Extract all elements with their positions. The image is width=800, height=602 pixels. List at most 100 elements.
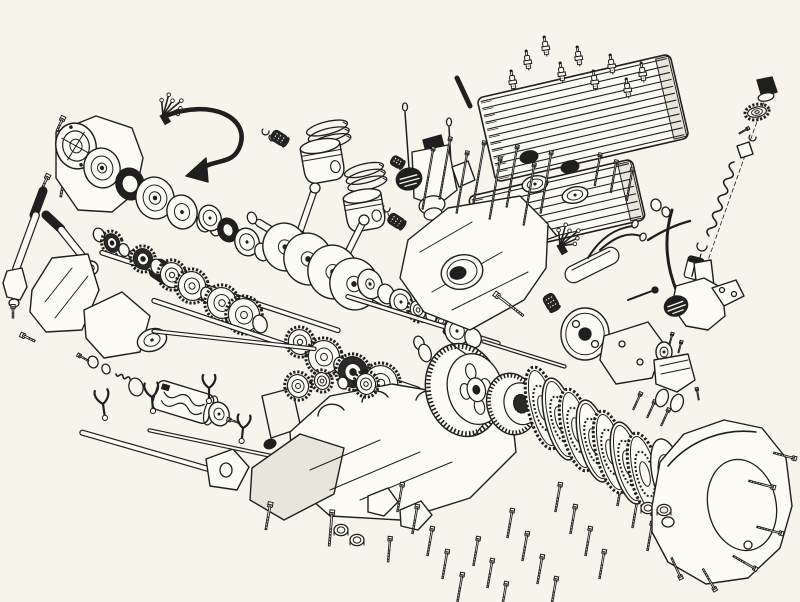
cover-ridge (667, 430, 757, 467)
spark-plug-set (508, 35, 648, 99)
cover-screw-4 (701, 567, 719, 593)
stator-seal-inner (121, 174, 139, 194)
rotor-disc (135, 176, 175, 220)
clutch-cover (651, 419, 793, 585)
carb-right-flange (711, 279, 745, 307)
shift-drum-end (208, 401, 230, 427)
shift-fork-4 (236, 413, 252, 445)
shift-drum-pin (225, 416, 241, 425)
advance-ball (651, 286, 659, 294)
throttle-cable-b-tip (445, 117, 453, 127)
piston-left (299, 137, 345, 184)
pawl-washer (101, 363, 111, 375)
gearbox-gear-1 (129, 244, 157, 274)
crankcase-stud-set (396, 475, 656, 602)
points-cover (599, 321, 665, 385)
case-circlips (387, 212, 401, 225)
gearbox-washer-3 (252, 314, 268, 334)
kick-arm-hub (219, 462, 233, 478)
wire-cluster (556, 222, 581, 256)
lead-cap-b (631, 219, 639, 229)
lower-bracket (83, 291, 151, 359)
main-bearing-b (234, 227, 260, 257)
pawl-spring (115, 373, 131, 380)
shift-pawl (87, 355, 99, 369)
carb-right-jet-b (677, 339, 684, 354)
cover-screw-6 (772, 451, 798, 462)
cover-screw-5 (670, 556, 685, 581)
oil-plug-body (661, 516, 675, 528)
advance-lever (627, 290, 653, 301)
wrist-pin-circlip (382, 205, 391, 213)
shift-fork-1 (93, 388, 110, 421)
main-bearing-a (198, 204, 222, 232)
coil-lead-b (587, 225, 634, 259)
clutch-shim-b (418, 343, 432, 363)
shift-fork-2 (143, 381, 160, 415)
kick-washer-b (118, 243, 130, 257)
head-washer-b (661, 206, 671, 218)
cover-screw-3 (732, 554, 759, 573)
kickstart-grip (29, 186, 48, 220)
ht-lead (646, 219, 692, 242)
flange-hole-a (718, 286, 726, 294)
gearbox-gear-3 (174, 267, 210, 305)
pawl-screw (75, 352, 90, 363)
points-screw-a (571, 319, 581, 329)
float-bowl-detail (659, 359, 691, 375)
kickstart-bolt (10, 304, 16, 319)
condenser (542, 293, 561, 313)
carb-center-bell (395, 167, 423, 191)
carb-center-union (389, 155, 406, 170)
carb-right-axis (693, 95, 767, 301)
block-stud-set (593, 152, 635, 202)
case-gasket-face (249, 433, 345, 521)
carb-right-ring-nut (743, 102, 771, 122)
float-bowl-screw (694, 386, 700, 401)
carb-right-cap (756, 76, 778, 98)
drive-plate (166, 194, 198, 230)
cover-drain-plug (743, 540, 753, 550)
wrist-pin-left (270, 129, 290, 148)
loose-cylinder-stud (454, 75, 473, 109)
kickstart-joint (2, 267, 28, 301)
thrust-washer (356, 268, 384, 300)
oil-seal-inner (222, 223, 234, 237)
left-stop-bolt (18, 331, 36, 343)
cover-hole-b (636, 358, 644, 366)
cover-screw-1 (748, 479, 777, 491)
idler-washer (337, 376, 349, 390)
cylinder-bore-right (561, 185, 589, 205)
carb-right-adjuster (736, 141, 754, 159)
harness-arrow (185, 157, 209, 183)
engine-mount-a (367, 487, 399, 517)
lead-cap-a (639, 232, 647, 242)
carb-right-lever (738, 125, 751, 135)
carb-right-spring-clip (696, 242, 708, 252)
combustion-chamber-left (519, 150, 539, 164)
case-bolt-short (264, 501, 274, 531)
carb-right-clip (748, 134, 757, 142)
coil-detail (571, 250, 611, 271)
flange-hole-b (730, 290, 738, 298)
throttle-cable-a-tip (401, 102, 409, 112)
case-nut-a (333, 523, 349, 537)
cover-hole-a (618, 340, 626, 348)
points-cam (578, 327, 592, 341)
float-b (669, 393, 685, 413)
carb-right-cap-flange (757, 92, 775, 102)
shift-drum-oring (128, 377, 144, 397)
side-bracket-detail (44, 267, 89, 319)
oil-plug-cap (656, 503, 672, 517)
piston-right (342, 188, 386, 233)
head-washer-a (650, 198, 662, 212)
float-a (654, 388, 670, 408)
carb-right-bell (663, 295, 689, 317)
carb-right-cable (665, 208, 679, 294)
idler-gear-a (283, 370, 313, 402)
case-side-stud (492, 290, 525, 318)
cylinder-stud-set (421, 136, 554, 226)
case-bore-dark (449, 266, 467, 280)
